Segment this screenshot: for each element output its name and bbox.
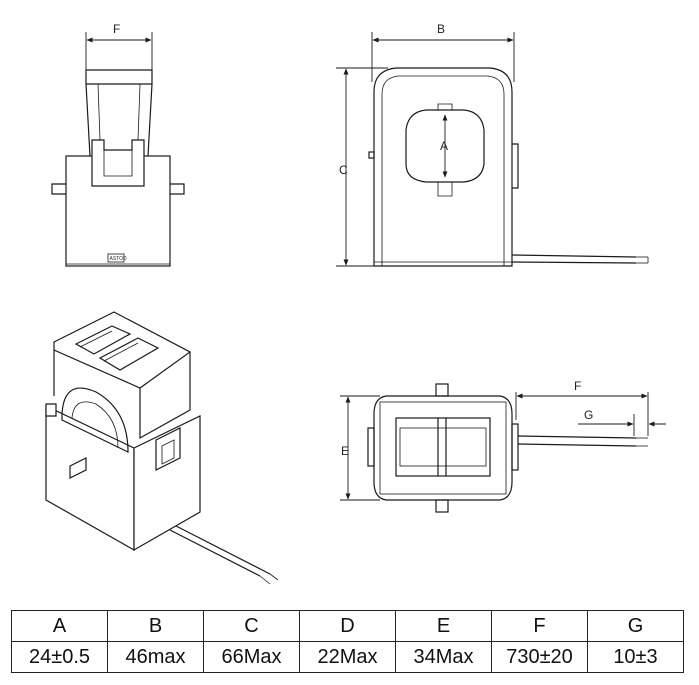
spec-value-cell: 24±0.5	[11, 641, 108, 673]
top-dim-g-label: G	[584, 408, 593, 422]
front-view: F ASTOD	[51, 22, 185, 267]
front-part-marking: ASTOD	[110, 256, 128, 262]
spec-value-cell: 730±20	[491, 641, 588, 673]
spec-value-cell: 34Max	[395, 641, 492, 673]
spec-value-row: 24±0.5 46max 66Max 22Max 34Max 730±20 10…	[11, 641, 684, 673]
spec-table: A B C D E F G 24±0.5 46max 66Max 22Max 3…	[11, 610, 684, 673]
spec-value-cell: 46max	[107, 641, 204, 673]
side-dim-c-label: C	[339, 163, 348, 177]
front-dim-f-label: F	[113, 22, 120, 36]
spec-value-cell: 22Max	[299, 641, 396, 673]
spec-header-cell: F	[491, 610, 588, 642]
top-dim-f-label: F	[574, 379, 581, 393]
top-dim-e-label: E	[341, 444, 349, 458]
side-view: B C A	[336, 22, 649, 267]
spec-value-cell: 10±3	[587, 641, 684, 673]
spec-header-cell: B	[107, 610, 204, 642]
isometric-view	[45, 311, 279, 585]
spec-header-cell: E	[395, 610, 492, 642]
spec-header-cell: G	[587, 610, 684, 642]
top-view: E F G	[340, 379, 666, 513]
spec-header-row: A B C D E F G	[11, 610, 684, 642]
spec-header-cell: C	[203, 610, 300, 642]
side-dim-b-label: B	[437, 22, 445, 36]
side-dim-a-label: A	[440, 139, 448, 153]
spec-header-cell: A	[11, 610, 108, 642]
spec-header-cell: D	[299, 610, 396, 642]
spec-value-cell: 66Max	[203, 641, 300, 673]
